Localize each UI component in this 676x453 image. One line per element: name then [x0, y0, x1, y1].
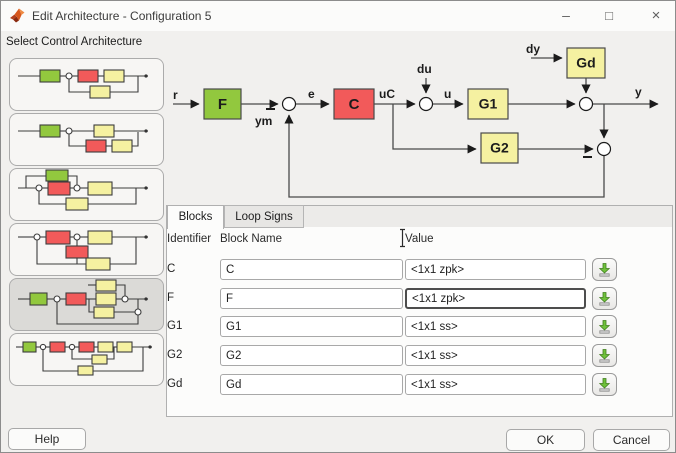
sum-junction-g2: [596, 141, 612, 157]
title-bar: Edit Architecture - Configuration 5 – □ …: [1, 1, 675, 31]
block-G2: [480, 132, 519, 164]
minimize-button[interactable]: –: [562, 7, 570, 23]
column-header-identifier: Identifier: [167, 233, 212, 245]
block-Gd-label: Gd: [576, 55, 595, 71]
architecture-3-diagram: [18, 169, 148, 211]
sidebar-title: Select Control Architecture: [6, 36, 143, 48]
signal-label-du: du: [417, 62, 432, 76]
import-arrow-icon: [598, 320, 611, 334]
ok-button[interactable]: OK: [506, 429, 585, 451]
matlab-logo-icon: [10, 8, 25, 23]
signal-label-ym: ym: [255, 114, 272, 128]
block-name-input[interactable]: [220, 316, 403, 337]
block-F-label: F: [218, 96, 227, 113]
block-value-input[interactable]: [405, 316, 586, 337]
sum-junction-du: [418, 96, 434, 112]
table-row-F: F: [167, 287, 622, 311]
block-G1-label: G1: [479, 96, 498, 112]
import-arrow-icon: [598, 292, 611, 306]
signal-label-dy: dy: [526, 42, 540, 56]
architecture-option-6[interactable]: [9, 333, 164, 386]
architecture-5-diagram: [18, 279, 148, 325]
import-value-button[interactable]: [592, 258, 617, 281]
signal-label-y: y: [635, 85, 642, 99]
block-F: [203, 88, 242, 120]
architecture-6-diagram: [16, 341, 152, 376]
architecture-option-2[interactable]: [9, 113, 164, 166]
block-name-input[interactable]: [220, 288, 403, 309]
block-name-input[interactable]: [220, 345, 403, 366]
text-cursor-pointer: [400, 228, 405, 248]
signal-label-u: u: [444, 87, 451, 101]
table-row-G2: G2: [167, 344, 622, 368]
block-identifier: G2: [167, 349, 183, 361]
architecture-option-1[interactable]: [9, 58, 164, 111]
signal-label-r: r: [173, 88, 178, 102]
block-identifier: C: [167, 263, 176, 275]
import-value-button[interactable]: [592, 373, 617, 396]
block-identifier: F: [167, 292, 175, 304]
import-arrow-icon: [598, 263, 611, 277]
import-value-button[interactable]: [592, 344, 617, 367]
table-row-G1: G1: [167, 315, 622, 339]
signal-label-e: e: [308, 87, 315, 101]
window-title: Edit Architecture - Configuration 5: [32, 9, 212, 23]
block-value-input[interactable]: [405, 345, 586, 366]
block-G1: [467, 88, 509, 120]
block-Gd: [566, 47, 606, 79]
block-identifier: Gd: [167, 378, 183, 390]
control-loop-diagram: F C G1 Gd G2 r e ym uC du u dy y: [173, 42, 659, 198]
block-G2-label: G2: [490, 140, 509, 156]
table-row-C: C: [167, 258, 622, 282]
block-value-input[interactable]: [405, 259, 586, 280]
import-value-button[interactable]: [592, 287, 617, 310]
block-name-input[interactable]: [220, 259, 403, 280]
block-identifier: G1: [167, 320, 183, 332]
block-value-input[interactable]: [405, 288, 586, 309]
architecture-option-5[interactable]: [9, 278, 164, 331]
import-value-button[interactable]: [592, 315, 617, 338]
sum-junction-output: [578, 96, 594, 112]
maximize-button[interactable]: □: [605, 8, 613, 23]
import-arrow-icon: [598, 349, 611, 363]
sum-junction-error: [281, 96, 297, 112]
tab-blocks[interactable]: Blocks: [167, 205, 224, 229]
block-C: [333, 88, 375, 120]
block-name-input[interactable]: [220, 374, 403, 395]
help-button[interactable]: Help: [8, 428, 86, 450]
architecture-option-4[interactable]: [9, 223, 164, 276]
tab-loop-signs[interactable]: Loop Signs: [224, 205, 304, 228]
architecture-1-diagram: [18, 69, 148, 99]
architecture-4-diagram: [18, 230, 148, 271]
column-header-value: Value: [405, 233, 434, 245]
block-value-input[interactable]: [405, 374, 586, 395]
signal-label-uC: uC: [379, 87, 395, 101]
architecture-option-3[interactable]: [9, 168, 164, 221]
architecture-2-diagram: [18, 124, 148, 153]
block-C-label: C: [349, 96, 360, 113]
close-button[interactable]: ×: [651, 7, 661, 24]
import-arrow-icon: [598, 378, 611, 392]
table-row-Gd: Gd: [167, 373, 622, 397]
cancel-button[interactable]: Cancel: [593, 429, 670, 451]
column-header-block-name: Block Name: [220, 233, 282, 245]
